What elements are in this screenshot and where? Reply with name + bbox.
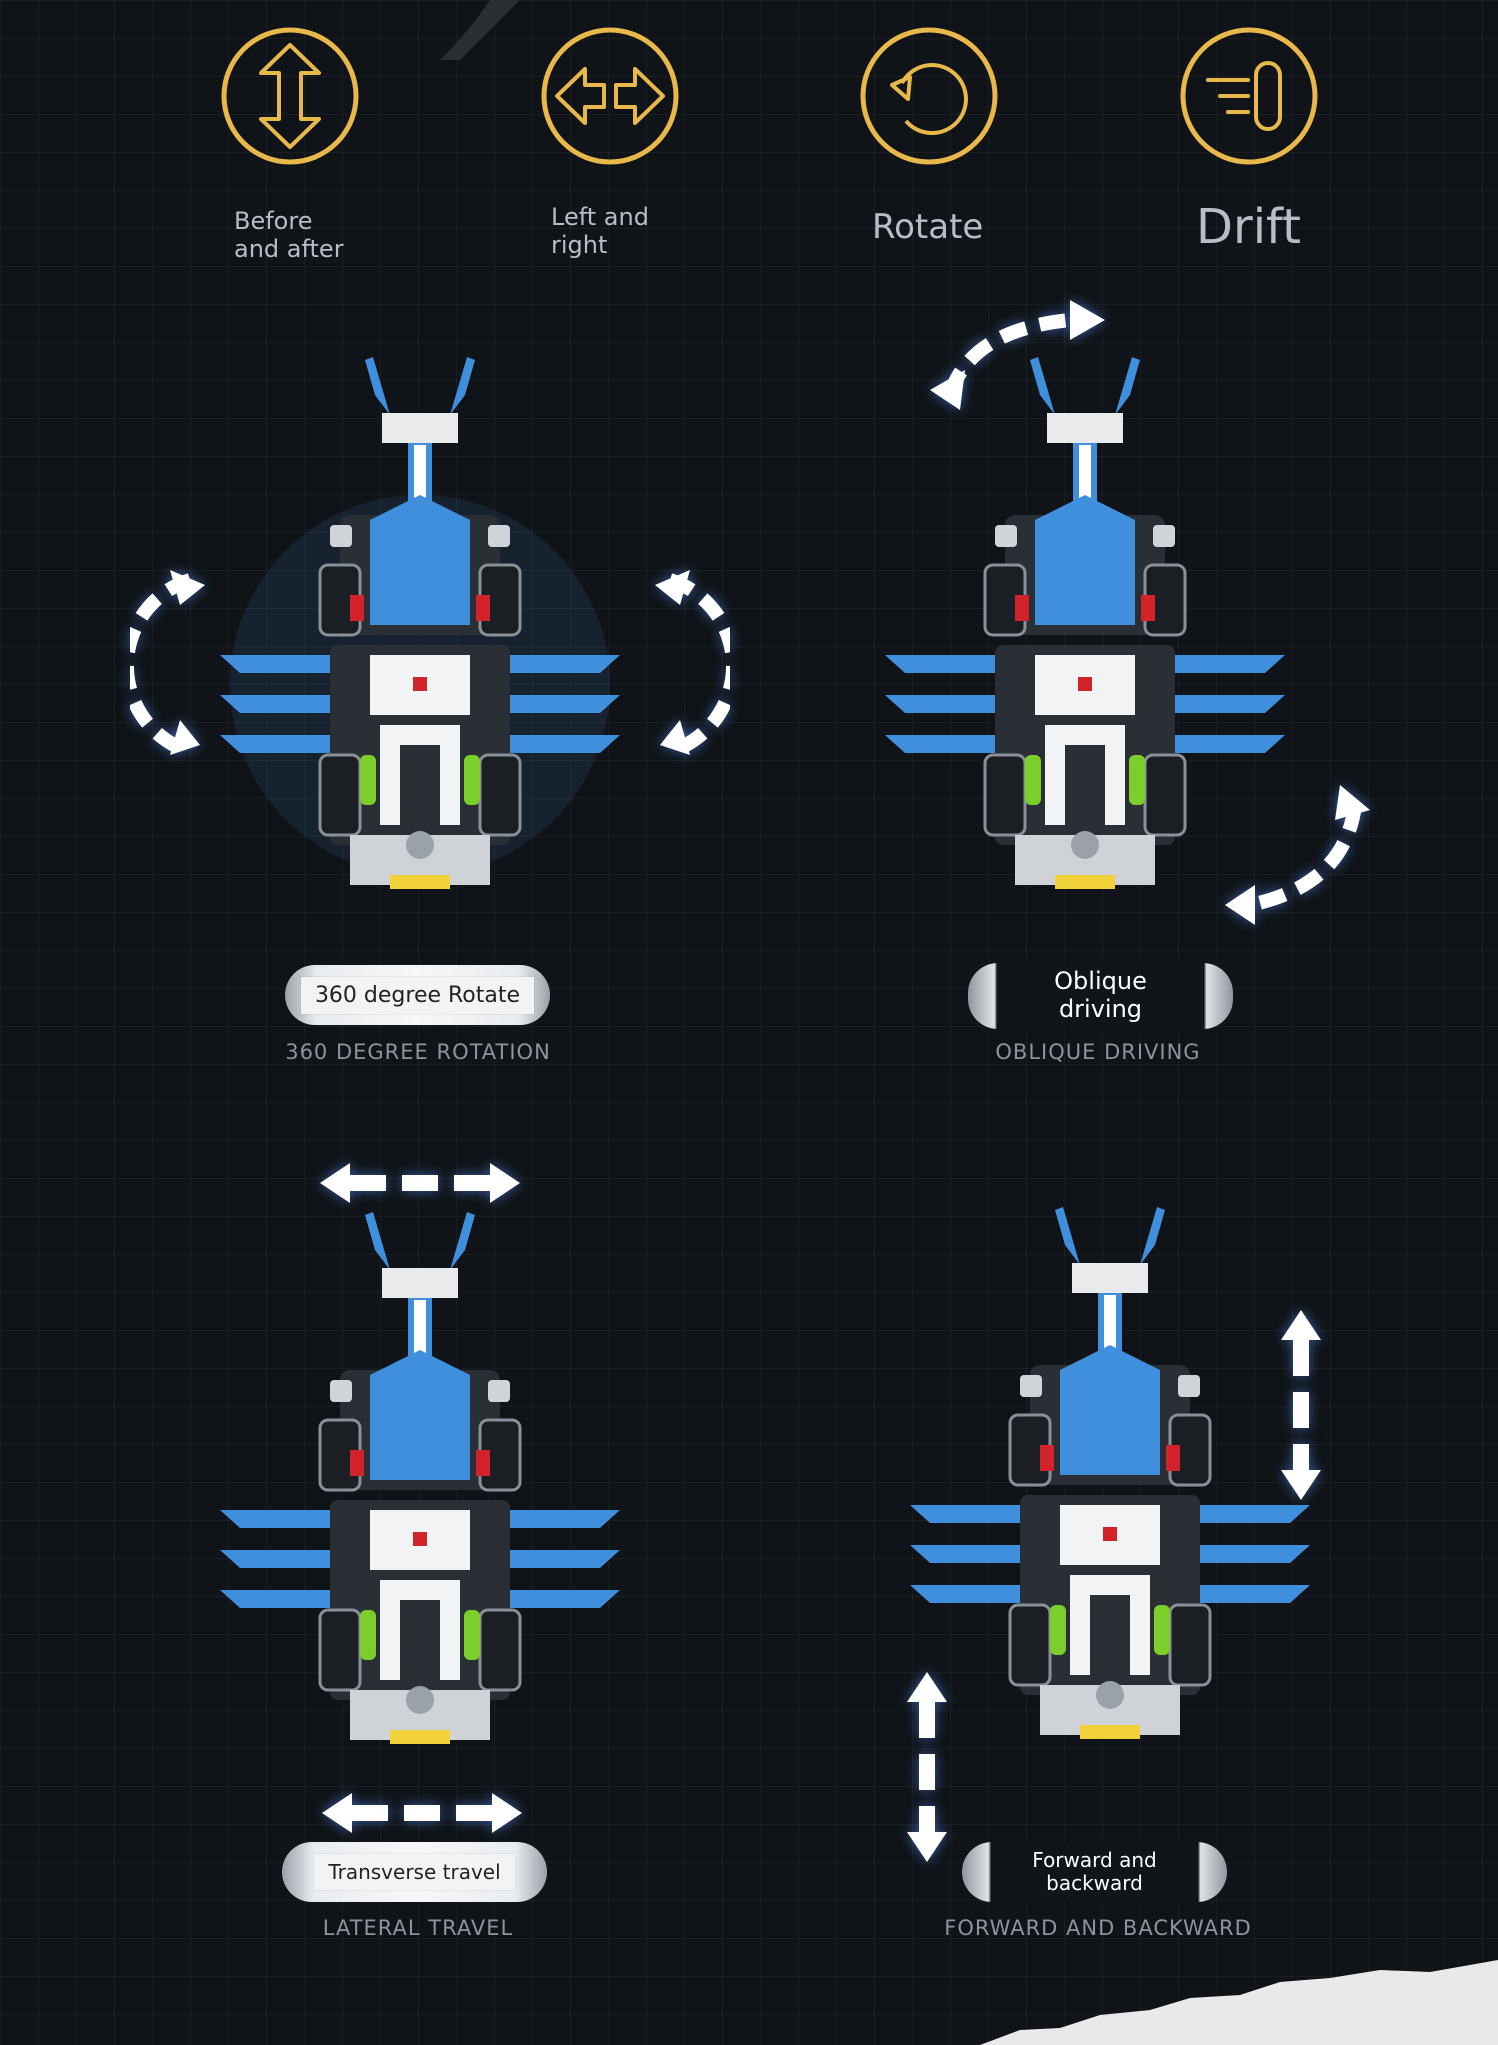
robot-rotation-image	[218, 355, 622, 891]
oblique-top-arrow-icon	[930, 300, 1105, 410]
left-right-arrows-icon	[539, 25, 681, 167]
pill-360-rotate: 360 degree Rotate	[285, 965, 550, 1025]
mode-label-before-after: Before and after	[234, 207, 344, 263]
pill-transverse-travel-text: Transverse travel	[314, 1854, 515, 1890]
rotate-right-arrow-icon	[655, 570, 730, 757]
pill-360-rotate-text: 360 degree Rotate	[300, 976, 535, 1014]
caption-lateral-travel: LATERAL TRAVEL	[322, 1916, 514, 1940]
forward-right-arrow-icon	[1281, 1310, 1321, 1500]
lateral-bottom-arrow-icon	[322, 1793, 522, 1833]
torn-paper-top-decoration	[320, 0, 520, 60]
up-down-arrows-icon	[219, 25, 361, 167]
pill-oblique-driving-text: Oblique driving	[1054, 967, 1147, 1023]
mode-label-drift: Drift	[1196, 199, 1301, 255]
torn-paper-bottom-decoration	[980, 1960, 1498, 2045]
lateral-top-arrow-icon	[320, 1163, 520, 1203]
robot-lateral-image	[218, 1210, 622, 1746]
caption-forward-backward: FORWARD AND BACKWARD	[944, 1916, 1252, 1940]
forward-left-arrow-icon	[907, 1672, 947, 1862]
oblique-bottom-arrow-icon	[1225, 785, 1370, 925]
rotate-icon	[858, 25, 1000, 167]
pill-forward-backward: Forward and backward	[962, 1842, 1227, 1902]
pill-oblique-driving: Oblique driving	[968, 963, 1233, 1029]
caption-oblique-driving: OBLIQUE DRIVING	[995, 1040, 1201, 1064]
rotate-left-arrow-icon	[130, 570, 205, 757]
mode-label-left-right: Left and right	[551, 203, 649, 259]
pill-transverse-travel: Transverse travel	[282, 1842, 547, 1902]
drift-icon	[1178, 25, 1320, 167]
mode-label-rotate: Rotate	[872, 207, 984, 247]
caption-360-rotation: 360 DEGREE ROTATION	[285, 1040, 551, 1064]
pill-forward-backward-text: Forward and backward	[1032, 1848, 1157, 1895]
